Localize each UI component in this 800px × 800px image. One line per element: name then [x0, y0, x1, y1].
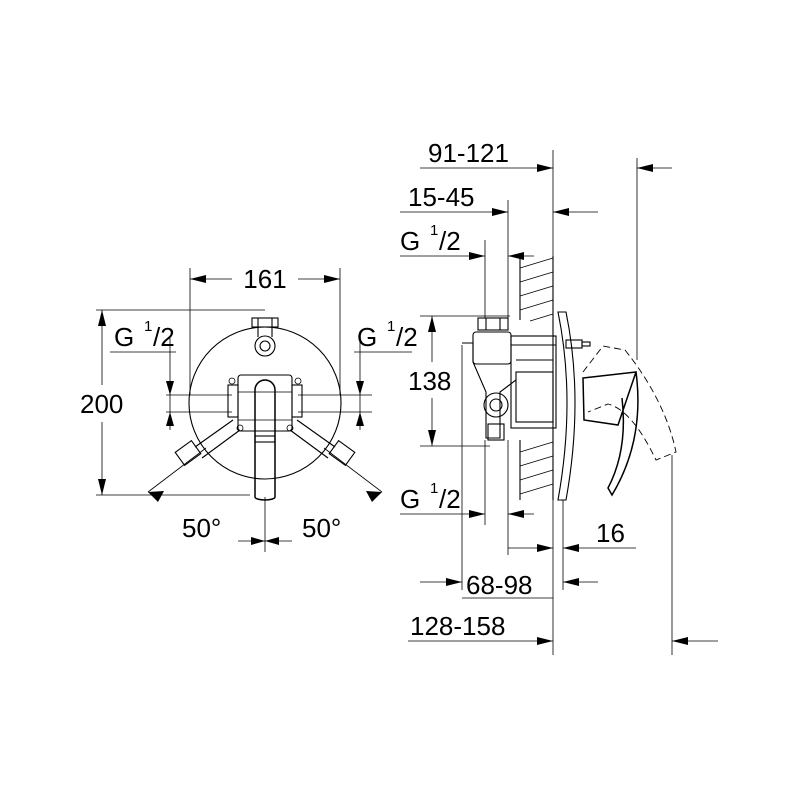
diverter-knob [565, 339, 583, 349]
angle-left-label: 50° [182, 513, 221, 543]
thread-bottom-num: 1 [430, 480, 438, 497]
thread-right-callout: G 1 /2 [354, 318, 418, 426]
dimension-161-label: 161 [243, 264, 286, 294]
lever-handle-alt-position [582, 345, 677, 461]
dimension-128-158-label: 128-158 [410, 611, 505, 641]
wall-section [519, 256, 554, 500]
dimension-91-121-label: 91-121 [428, 138, 509, 168]
dimension-200: 200 [80, 310, 123, 495]
thread-left-num: 1 [144, 318, 152, 335]
escutcheon-plate [188, 326, 342, 480]
right-pipe-stub [289, 419, 356, 467]
left-pipe-stub [174, 419, 241, 467]
lever-handle [254, 379, 276, 501]
valve-body [227, 374, 303, 443]
dimension-15-45-label: 15-45 [408, 182, 475, 212]
dimension-68-98: 68-98 [420, 570, 598, 600]
thread-bottom-callout: G 1 /2 [400, 480, 534, 518]
dimension-15-45: 15-45 [400, 182, 598, 216]
dimension-138: 138 [408, 316, 451, 446]
dimension-16: 16 [508, 518, 636, 552]
front-view: 161 200 G 1 /2 G 1 /2 [80, 264, 418, 552]
thread-bottom-g: G [400, 484, 420, 514]
dimension-138-label: 138 [408, 366, 451, 396]
thread-left-g: G [114, 322, 134, 352]
top-outlet [251, 317, 279, 357]
thread-top-g: G [400, 226, 420, 256]
thread-right-g: G [357, 322, 377, 352]
angle-right: 50° [265, 491, 382, 545]
side-view: 91-121 15-45 G 1 /2 138 [400, 138, 718, 655]
dimension-16-label: 16 [596, 518, 625, 548]
cover-plate-side [557, 311, 576, 501]
dimension-128-158: 128-158 [408, 611, 718, 645]
dimension-161: 161 [190, 264, 340, 294]
thread-top-den: /2 [439, 226, 461, 256]
dimension-91-121: 91-121 [420, 138, 672, 172]
thread-top-callout: G 1 /2 [400, 222, 534, 260]
valve-body-side [462, 317, 557, 441]
lever-handle-side [582, 371, 639, 497]
dimension-200-label: 200 [80, 389, 123, 419]
thread-left-den: /2 [153, 322, 175, 352]
angle-right-label: 50° [302, 513, 341, 543]
thread-left-callout: G 1 /2 [110, 318, 176, 426]
thread-bottom-den: /2 [439, 484, 461, 514]
thread-right-den: /2 [396, 322, 418, 352]
thread-top-num: 1 [430, 222, 438, 239]
thread-right-num: 1 [387, 318, 395, 335]
angle-left: 50° [148, 491, 265, 545]
dimension-68-98-label: 68-98 [466, 570, 533, 600]
